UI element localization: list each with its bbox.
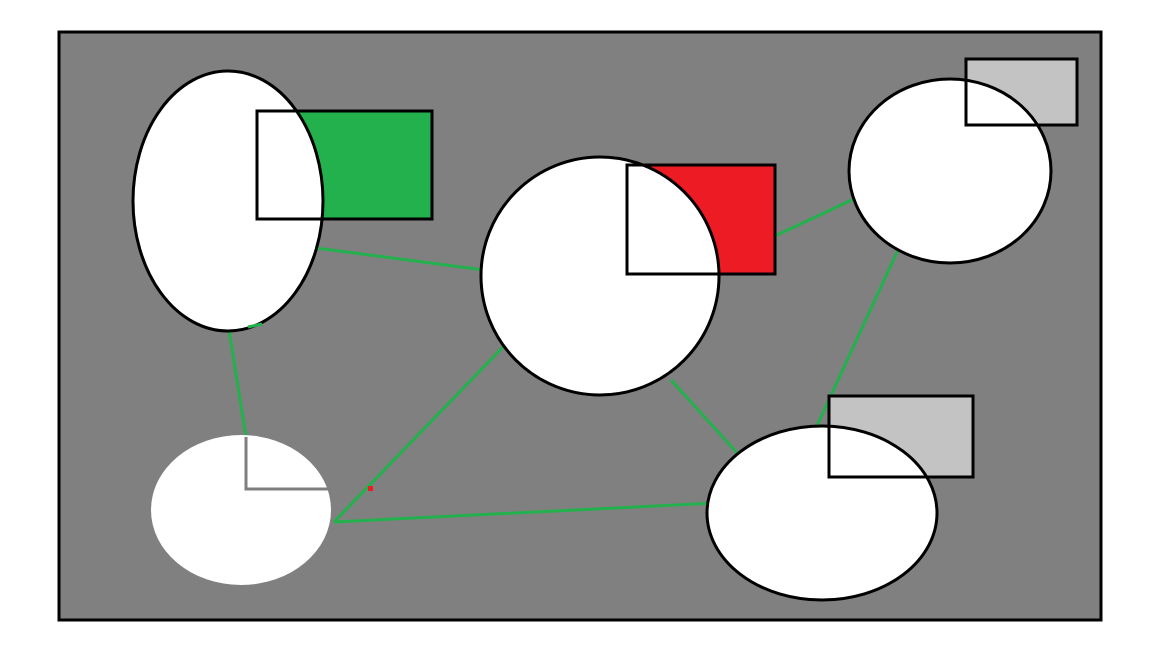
box-green-outline <box>255 109 434 221</box>
edge-red-box-to-top-right <box>774 196 857 238</box>
marker-red-fragment <box>368 486 373 491</box>
edge-center-to-bottom-right <box>669 378 742 458</box>
edge-center-to-bottom-left <box>332 345 505 524</box>
marker-gray-corner <box>244 437 330 491</box>
edge-bottom-left-to-bottom-right <box>333 501 717 524</box>
box-red-outline <box>625 163 777 276</box>
edge-top-left-to-center <box>315 246 485 272</box>
box-gray-bottom-right-outline <box>827 394 975 479</box>
box-gray-top-right-outline <box>964 57 1079 127</box>
node-top-right <box>847 77 1053 265</box>
node-top-left <box>131 69 325 333</box>
node-bottom-left <box>151 435 331 585</box>
edge-top-left-to-bottom-left <box>227 329 248 438</box>
node-bottom-right <box>705 424 939 602</box>
node-center <box>479 155 721 397</box>
edge-tip-top-left <box>247 322 263 329</box>
